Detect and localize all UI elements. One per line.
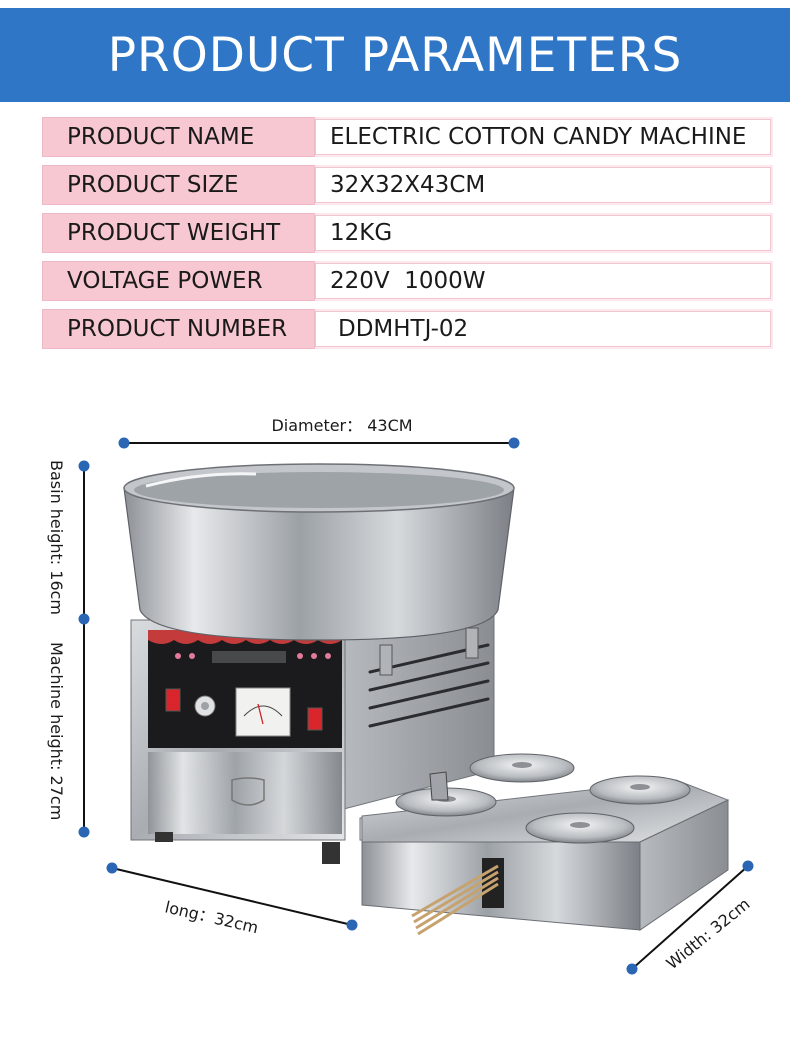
- meter-gauge: [235, 687, 291, 737]
- product-illustration: Diameter： 43CM Basin height: 16cm Machin…: [47, 416, 754, 975]
- page-title: PRODUCT PARAMETERS: [107, 27, 683, 83]
- param-row: VOLTAGE POWER 220V 1000W: [42, 261, 773, 301]
- dimension-dot: [78, 613, 90, 625]
- basin: [123, 487, 515, 641]
- dimension-dot: [78, 460, 90, 472]
- latch: [465, 627, 479, 659]
- param-label: PRODUCT NAME: [42, 117, 315, 157]
- param-value: DDMHTJ-02: [315, 311, 771, 347]
- param-value-cell: 32X32X43CM: [315, 165, 773, 205]
- param-value: ELECTRIC COTTON CANDY MACHINE: [315, 119, 771, 155]
- tray-side: [639, 799, 729, 931]
- dimension-dot: [742, 860, 754, 872]
- param-label: PRODUCT NUMBER: [42, 309, 315, 349]
- latch: [379, 644, 393, 676]
- diameter-label: Diameter： 43CM: [271, 416, 412, 435]
- power-switch: [165, 688, 181, 712]
- dimension-dot: [118, 437, 130, 449]
- param-value: 32X32X43CM: [315, 167, 771, 203]
- param-row: PRODUCT NUMBER DDMHTJ-02: [42, 309, 773, 349]
- param-row: PRODUCT SIZE 32X32X43CM: [42, 165, 773, 205]
- width-label: Width: 32cm: [663, 894, 754, 973]
- param-label: PRODUCT SIZE: [42, 165, 315, 205]
- dimension-dot: [626, 963, 638, 975]
- param-row: PRODUCT NAME ELECTRIC COTTON CANDY MACHI…: [42, 117, 773, 157]
- long-label: long：32cm: [163, 897, 260, 937]
- width-line: [631, 865, 749, 970]
- param-value-cell: ELECTRIC COTTON CANDY MACHINE: [315, 117, 773, 157]
- wooden-sticks: [411, 864, 499, 936]
- param-value-cell: DDMHTJ-02: [315, 309, 773, 349]
- param-value-cell: 220V 1000W: [315, 261, 773, 301]
- param-value: 12KG: [315, 215, 771, 251]
- dimension-dot: [106, 862, 118, 874]
- heat-switch: [307, 707, 323, 731]
- stick-slot: [482, 858, 504, 908]
- basin-height-label: Basin height: 16cm: [47, 460, 66, 615]
- param-label: PRODUCT WEIGHT: [42, 213, 315, 253]
- title-banner: PRODUCT PARAMETERS: [0, 8, 790, 102]
- long-line: [111, 867, 353, 926]
- machine-height-label: Machine height: 27cm: [47, 642, 66, 820]
- scoop: [429, 771, 449, 801]
- dimension-dot: [346, 919, 358, 931]
- parameters-table: PRODUCT NAME ELECTRIC COTTON CANDY MACHI…: [42, 117, 773, 357]
- dimension-dot: [508, 437, 520, 449]
- param-value: 220V 1000W: [315, 263, 771, 299]
- dimension-dot: [78, 826, 90, 838]
- param-label: VOLTAGE POWER: [42, 261, 315, 301]
- param-value-cell: 12KG: [315, 213, 773, 253]
- param-row: PRODUCT WEIGHT 12KG: [42, 213, 773, 253]
